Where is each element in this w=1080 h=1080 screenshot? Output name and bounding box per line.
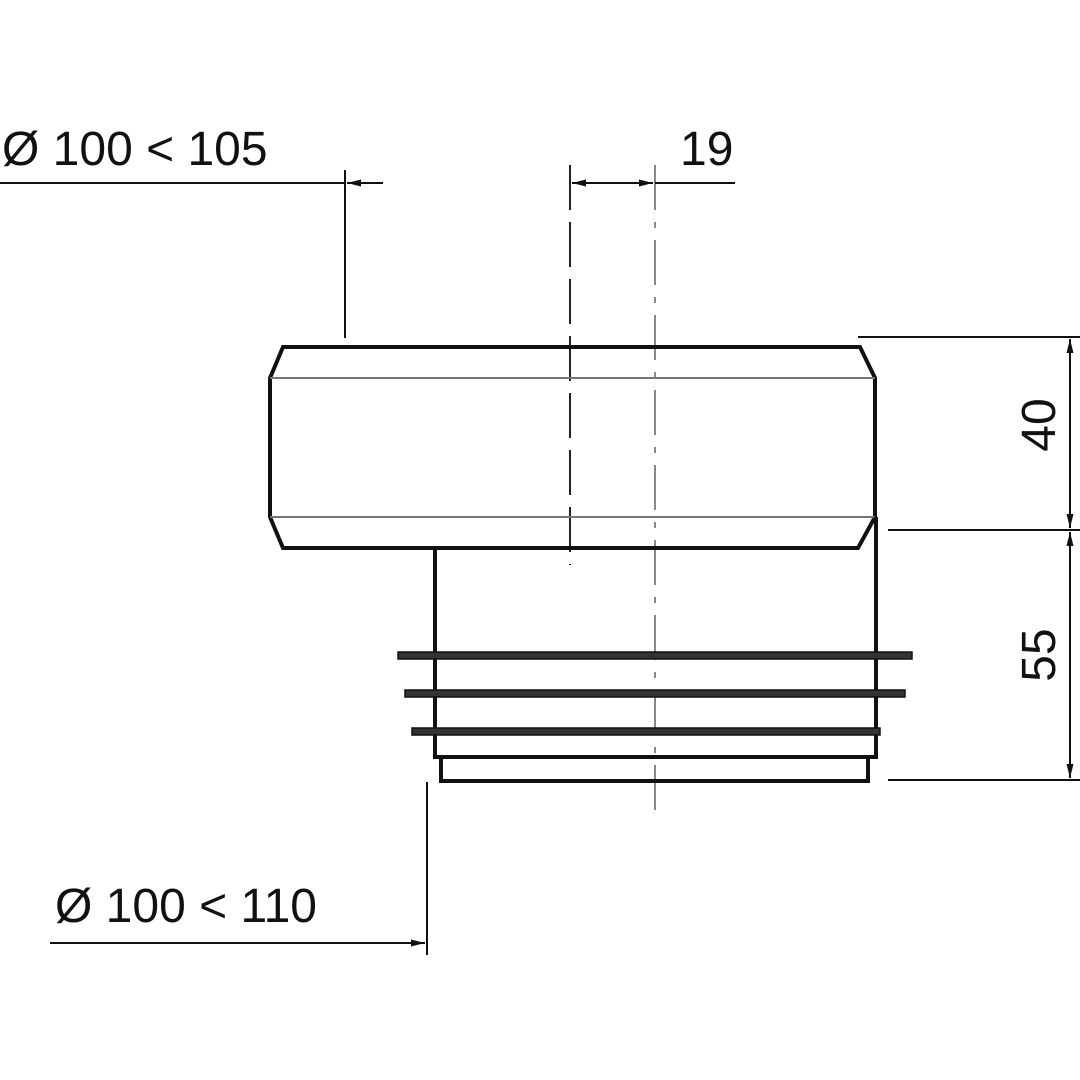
outlet-diameter-label: Ø 100 < 110: [55, 880, 317, 933]
inlet-diameter-label: Ø 100 < 105: [2, 123, 268, 176]
spigot-end-step: [439, 755, 870, 783]
seal-ring-3: [411, 727, 881, 736]
offset-label: 19: [680, 123, 733, 176]
spigot-height-label: 55: [1013, 628, 1066, 681]
socket-body: [268, 345, 877, 550]
seal-ring-1: [397, 651, 913, 660]
seal-ring-2: [404, 689, 906, 698]
socket-height-label: 40: [1013, 398, 1066, 451]
